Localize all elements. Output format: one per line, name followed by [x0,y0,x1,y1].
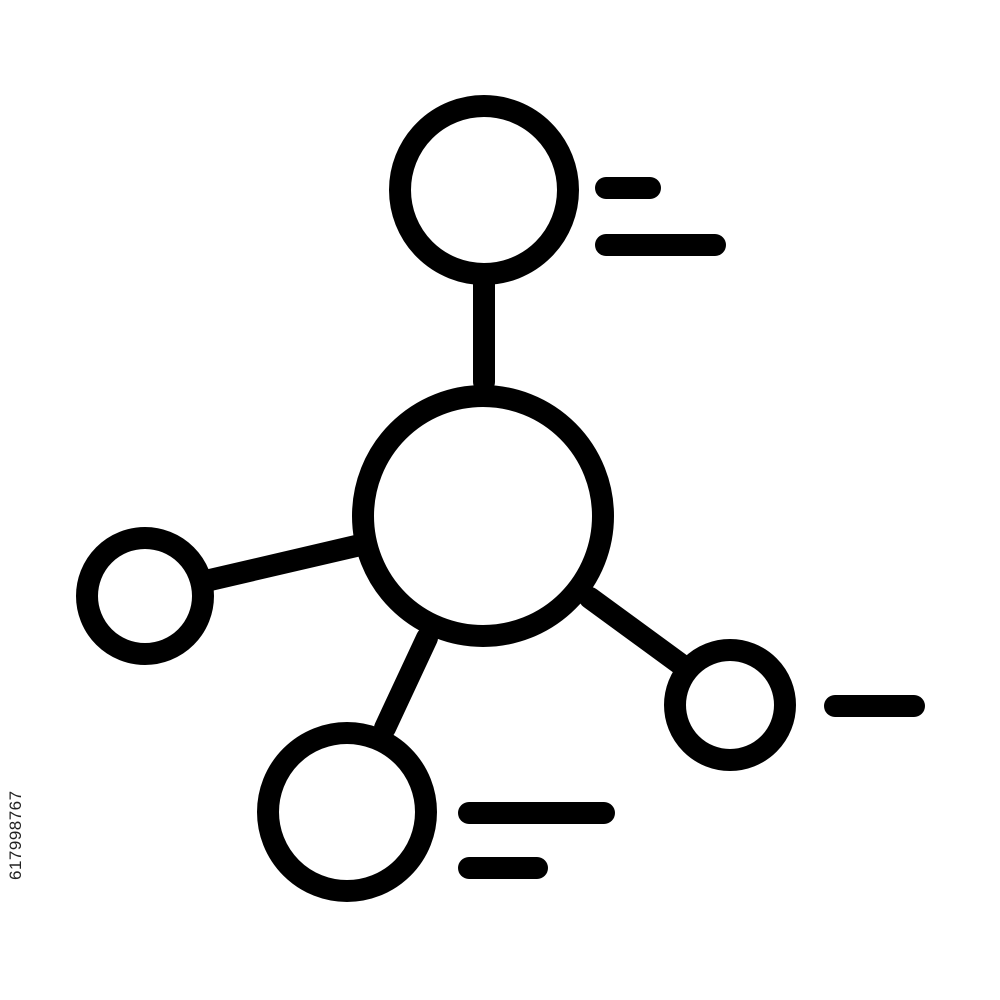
bond-right [579,587,694,677]
atom-right [664,639,796,771]
atom-bottom [257,722,437,902]
bond-bottom [374,627,438,739]
atom-center [352,385,614,647]
bond-left [199,535,367,591]
stock-id-text: 617998767 [6,790,25,880]
atom-left [76,527,214,665]
atom-top [389,95,579,285]
